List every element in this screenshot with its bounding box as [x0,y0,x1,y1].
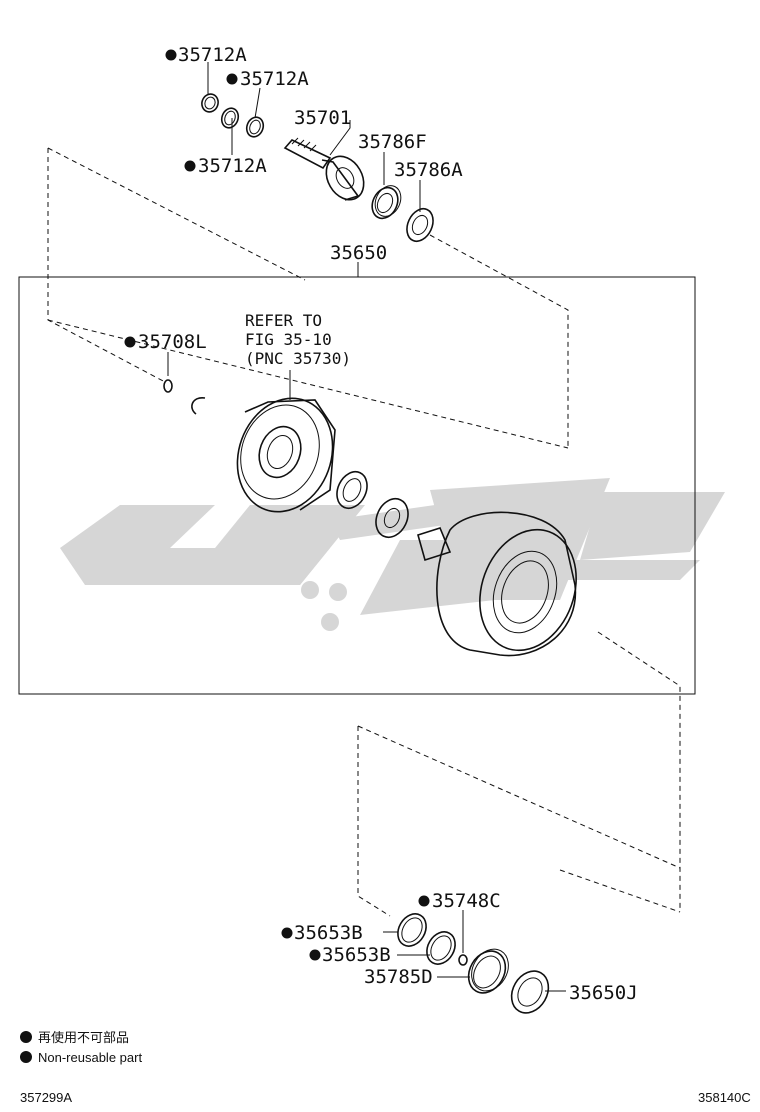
legend-en: Non-reusable part [38,1050,142,1065]
snap-ring-35712a-c [245,116,265,138]
callout-35786a: 35786A [394,159,463,181]
callout-35712a-top: 35712A [165,44,247,66]
callout-35786f: 35786F [358,131,427,153]
assembly-frame [18,276,696,695]
footer-right-code: 358140C [698,1090,751,1105]
callout-35712a-bottom: 35712A [184,155,267,177]
thrust-bearing-35786f [371,185,402,220]
callout-label: 35712A [178,44,247,66]
seal-ring-35653b-b [426,931,456,965]
callout-label: 35650J [569,982,638,1004]
bearing-ring [336,470,368,510]
legend-cn: 再使用不可部品 [38,1030,129,1045]
thrust-washer-35786a [406,207,434,243]
guide-lines [47,147,681,917]
callout-label: 35653B [294,922,363,944]
callout-label: 35786F [358,131,427,153]
reference-line-2: FIG 35-10 [245,330,332,349]
callout-label: 35748C [432,890,501,912]
callout-label: 35653B [322,944,391,966]
watermark-logo [60,478,725,631]
callout-label: 35785D [364,966,433,988]
callout-label: 35701 [294,107,351,129]
snap-ring-c-clip [191,397,206,415]
callout-label: 35712A [198,155,267,177]
reference-line-1: REFER TO [245,311,322,330]
clutch-drum-assembly [417,511,577,657]
thrust-washer-inner [375,497,409,539]
callout-35650: 35650 [330,242,387,264]
callout-label: 35712A [240,68,309,90]
reference-line-3: (PNC 35730) [245,349,351,368]
callout-35708l: 35708L [124,331,207,353]
reference-note: REFER TO FIG 35-10 (PNC 35730) [245,311,351,368]
input-shaft-35701 [283,137,365,201]
footer-left-code: 357299A [20,1090,72,1105]
callout-35650j: 35650J [569,982,638,1004]
callout-label: 35786A [394,159,463,181]
seal-ring-35653b-a [397,913,427,947]
thrust-washer-35650j [510,970,550,1014]
seal-ring-35708l [163,379,173,393]
callout-label: 35708L [138,331,207,353]
legend: 再使用不可部品 Non-reusable part [20,1030,142,1065]
callout-35701: 35701 [294,107,351,129]
callout-35712a-mid: 35712A [226,68,309,90]
clutch-gear-assembly [236,397,336,513]
callout-35785d: 35785D [364,966,433,988]
callout-35653b-b: 35653B [309,944,391,966]
snap-ring-35712a-a [201,93,219,113]
snap-ring-35712a-b [220,107,240,129]
callout-35748c: 35748C [418,890,501,912]
callout-label: 35650 [330,242,387,264]
o-ring-35748c [458,954,468,966]
thrust-bearing-35785d [467,948,509,994]
callout-35653b-a: 35653B [281,922,363,944]
